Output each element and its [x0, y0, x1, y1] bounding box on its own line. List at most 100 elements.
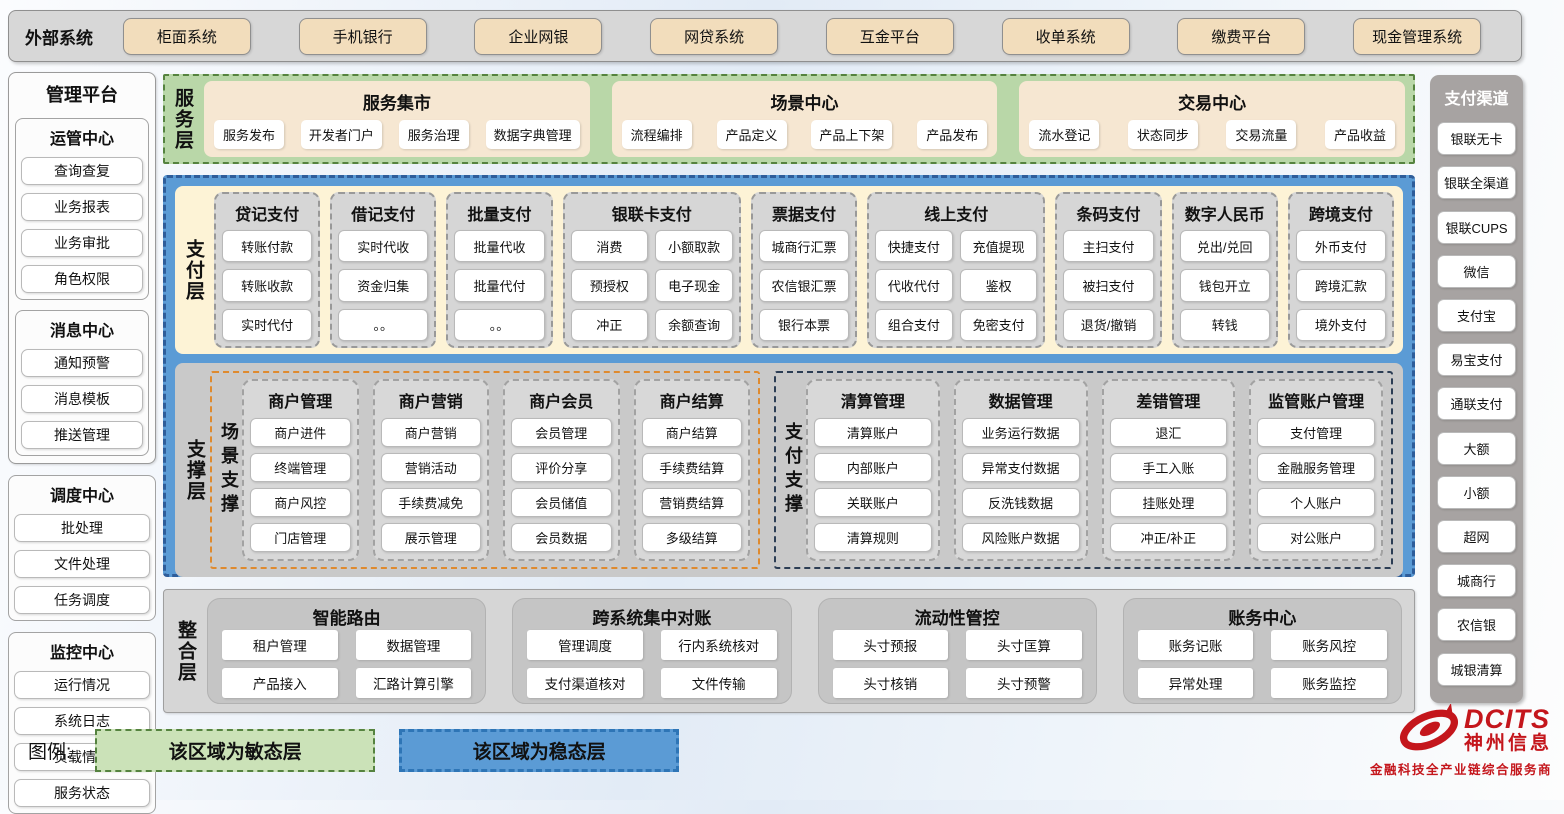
support-item: 退汇	[1109, 418, 1228, 447]
payment-column-title: 借记支付	[351, 207, 416, 224]
stable-layer-container: 支付层 贷记支付转账付款转账收款实时代付借记支付实时代收资金归集。。批量支付批量…	[163, 175, 1415, 577]
integration-group-title: 流动性管控	[914, 608, 1000, 628]
service-item: 流程编排	[621, 119, 692, 149]
support-column: 清算管理清算账户内部账户关联账户清算规则	[806, 379, 940, 561]
payment-layer-label: 支付层	[183, 238, 204, 302]
support-item: 对公账户	[1257, 523, 1375, 552]
management-platform-title: 管理平台	[46, 85, 118, 105]
sidebar-item: 运行情况	[14, 671, 150, 699]
payment-column: 线上支付快捷支付充值提现代收代付鉴权组合支付免密支付	[867, 192, 1046, 348]
payment-item: 跨境汇款	[1295, 269, 1386, 302]
payment-column: 数字人民币兑出/兑回钱包开立转钱	[1171, 192, 1278, 348]
integration-item: 文件传输	[660, 668, 777, 699]
support-item: 风险账户数据	[961, 523, 1080, 552]
dcits-logo: DCITS 神州信息 金融科技全产业链综合服务商	[1370, 704, 1552, 778]
payment-item: 预授权	[570, 269, 649, 302]
support-item: 营销费结算	[641, 488, 742, 517]
payment-item: 银行本票	[758, 308, 850, 341]
support-column-title: 商户营销	[398, 394, 463, 411]
integration-item: 管理调度	[527, 630, 643, 661]
support-column: 商户结算商户结算手续费结算营销费结算多级结算	[633, 379, 750, 561]
integration-item: 异常处理	[1137, 668, 1254, 699]
service-group-items: 流水登记状态同步交易流量产品收益	[1029, 119, 1395, 149]
integration-group-items: 账务记账账务风控异常处理账务监控	[1137, 630, 1387, 699]
payment-item: 主扫支付	[1063, 230, 1154, 263]
payment-item: 电子现金	[655, 269, 733, 302]
support-column: 商户会员会员管理评价分享会员储值会员数据	[503, 379, 620, 561]
payment-item: 外币支付	[1295, 230, 1386, 263]
sidebar-item: 业务审批	[21, 229, 143, 257]
integration-group-items: 管理调度行内系统核对支付渠道核对文件传输	[527, 630, 777, 699]
payment-channel-box: 城银清算	[1437, 652, 1516, 686]
integration-group: 智能路由租户管理数据管理产品接入汇路计算引擎	[207, 598, 487, 704]
payment-item: 消费	[570, 230, 649, 263]
payment-item: 免密支付	[959, 308, 1038, 341]
service-item: 产品定义	[716, 119, 787, 149]
payment-item: 鉴权	[959, 269, 1038, 302]
support-item: 手工入账	[1109, 453, 1228, 482]
payment-column-title: 贷记支付	[235, 207, 300, 224]
support-item: 展示管理	[380, 523, 481, 552]
payment-channel-box: 大额	[1437, 431, 1516, 465]
sidebar-group: 消息中心通知预警消息模板推送管理	[15, 310, 149, 456]
payment-column-items: 城商行汇票农信银汇票银行本票	[758, 230, 850, 341]
support-item: 门店管理	[250, 523, 351, 552]
payment-column-title: 数字人民币	[1184, 207, 1265, 224]
sidebar-group-title: 监控中心	[49, 645, 114, 662]
support-item: 反洗钱数据	[961, 488, 1080, 517]
integration-item: 账务记账	[1137, 630, 1254, 661]
external-systems-buttons: 柜面系统手机银行企业网银网贷系统互金平台收单系统缴费平台现金管理系统	[99, 17, 1505, 55]
integration-item: 账务监控	[1271, 668, 1387, 699]
integration-group-title: 账务中心	[1228, 608, 1297, 628]
service-group: 交易中心流水登记状态同步交易流量产品收益	[1019, 81, 1406, 157]
sidebar-group: 运管中心查询查复业务报表业务审批角色权限	[15, 118, 149, 300]
service-group-title: 场景中心	[770, 94, 839, 114]
service-layer-label: 服务层	[172, 87, 193, 151]
payment-channel-box: 银联无卡	[1437, 122, 1516, 156]
integration-item: 头寸预报	[832, 630, 949, 661]
payment-item: 余额查询	[655, 308, 733, 341]
sidebar-group: 调度中心批处理文件处理任务调度	[8, 475, 156, 621]
service-item: 服务发布	[214, 119, 284, 149]
payment-channel-box: 微信	[1437, 254, 1516, 288]
support-section-label: 支付支撑	[783, 422, 803, 518]
logo-company-name: 神州信息	[1463, 733, 1552, 755]
support-sections: 场景支撑商户管理商户进件终端管理商户风控门店管理商户营销商户营销营销活动手续费减…	[210, 371, 1393, 569]
payment-column: 银联卡支付消费小额取款预授权电子现金冲正余额查询	[562, 192, 741, 348]
sidebar-item: 服务状态	[14, 779, 150, 807]
payment-channel-box: 超网	[1437, 520, 1516, 554]
payment-column: 票据支付城商行汇票农信银汇票银行本票	[750, 192, 858, 348]
support-item: 冲正/补正	[1109, 523, 1228, 552]
payment-item: 。。	[338, 308, 429, 341]
support-item: 会员数据	[511, 523, 612, 552]
service-item: 交易流量	[1226, 119, 1297, 149]
payment-item: 组合支付	[875, 308, 953, 341]
payment-column-title: 跨境支付	[1308, 207, 1373, 224]
support-item: 会员储值	[511, 488, 612, 517]
management-platform-sidebar: 管理平台运管中心查询查复业务报表业务审批角色权限消息中心通知预警消息模板推送管理…	[8, 72, 156, 814]
payment-item: 。。	[454, 308, 545, 341]
support-layer-label: 支撑层	[184, 438, 205, 502]
payment-column: 批量支付批量代收批量代付。。	[446, 192, 553, 348]
support-item: 手续费结算	[641, 453, 742, 482]
sidebar-item: 任务调度	[14, 586, 150, 614]
payment-item: 被扫支付	[1063, 269, 1154, 302]
integration-item: 账务风控	[1271, 630, 1387, 661]
support-item: 营销活动	[380, 453, 481, 482]
payment-item: 钱包开立	[1179, 269, 1270, 302]
payment-column-items: 消费小额取款预授权电子现金冲正余额查询	[570, 230, 733, 341]
payment-channel-box: 城商行	[1437, 564, 1516, 598]
integration-item: 行内系统核对	[660, 630, 777, 661]
payment-item: 资金归集	[338, 269, 429, 302]
payment-item: 转账收款	[222, 269, 313, 302]
payment-layer: 支付层 贷记支付转账付款转账收款实时代付借记支付实时代收资金归集。。批量支付批量…	[175, 186, 1403, 354]
integration-group: 账务中心账务记账账务风控异常处理账务监控	[1122, 598, 1402, 704]
support-column-title: 商户会员	[529, 394, 594, 411]
sidebar-group-title: 运管中心	[49, 131, 114, 148]
support-section-columns: 商户管理商户进件终端管理商户风控门店管理商户营销商户营销营销活动手续费减免展示管…	[242, 379, 750, 561]
payment-column-items: 兑出/兑回钱包开立转钱	[1179, 230, 1270, 341]
service-item: 产品上下架	[811, 119, 893, 149]
integration-item: 头寸核销	[832, 668, 949, 699]
support-item: 商户营销	[380, 418, 481, 447]
